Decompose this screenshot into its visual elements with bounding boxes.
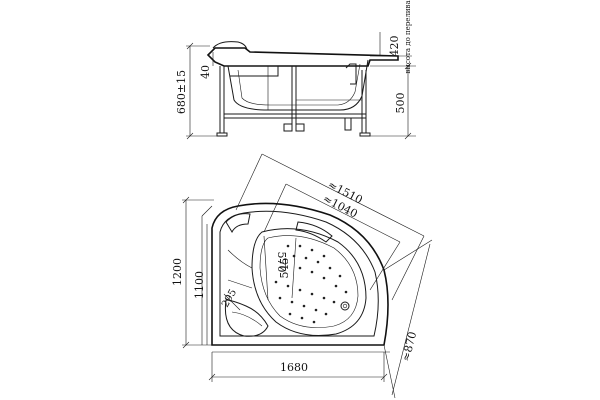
top-view-seat-curve [231, 311, 263, 327]
dim-extension [369, 241, 401, 291]
air-jet-dot [278, 296, 282, 300]
dim-leg-height-label: 500 [394, 93, 407, 114]
air-jet-dot [304, 256, 308, 260]
air-jet-dot [328, 266, 332, 270]
dim-extension [263, 183, 287, 233]
top-view-basin-inner [259, 235, 359, 328]
air-jet-dot [302, 304, 306, 308]
top-view-seat-step [227, 249, 253, 289]
dim-tick [182, 196, 190, 349]
dim-height-outer-label: 1200 [171, 258, 184, 286]
top-view-headrest [295, 221, 333, 243]
dim-line-seat [223, 293, 241, 311]
top-view-drain [340, 301, 350, 311]
dim-extension [383, 344, 396, 399]
top-view-wall [201, 205, 213, 217]
top-view-outer-contour [211, 202, 389, 346]
air-jet-dot [286, 244, 290, 248]
side-view-basin-inner [237, 63, 361, 106]
side-view: 680±15 40 420 высота до перелива 500 [175, 0, 416, 140]
air-jet-dot [322, 276, 326, 280]
air-jet-dot [338, 274, 342, 278]
dim-line-edge [391, 243, 431, 396]
dim-line-depth-2 [291, 237, 297, 299]
dim-overflow-label: 420 [388, 36, 401, 57]
air-jet-dot [288, 312, 292, 316]
side-view-foot [216, 132, 228, 137]
dim-depth-2-label: 545 [278, 258, 291, 279]
air-jet-dot [316, 260, 320, 264]
side-view-headrest [212, 41, 248, 51]
side-view-foot [344, 117, 352, 131]
dim-line-depth-1 [263, 235, 269, 301]
air-jet-dot [290, 300, 294, 304]
side-view-rim [206, 47, 399, 67]
air-jet-dot [332, 300, 336, 304]
dim-width-label: 1680 [280, 361, 308, 374]
side-view-basin [227, 59, 369, 111]
air-jet-dot [286, 284, 290, 288]
dim-overflow-note: высота до перелива [404, 0, 412, 73]
air-jet-dot [322, 296, 326, 300]
air-jet-dot [300, 316, 304, 320]
dim-extension [391, 235, 425, 301]
air-jet-dot [334, 284, 338, 288]
top-view-seat [224, 299, 269, 337]
dim-tick [404, 62, 412, 140]
air-jet-dot [298, 266, 302, 270]
dim-edge-label: ≈870 [399, 330, 419, 362]
dim-top-offset-label: 40 [199, 65, 212, 79]
top-view-basin [251, 228, 367, 336]
dim-total-height-label: 680±15 [175, 70, 188, 114]
air-jet-dot [310, 270, 314, 274]
dim-height-inner-label: 1100 [193, 271, 206, 299]
air-jet-dot [324, 312, 328, 316]
side-view-foot [283, 123, 293, 132]
air-jet-dot [298, 244, 302, 248]
side-view-drain [345, 63, 357, 85]
dim-tick [186, 42, 194, 140]
air-jet-dot [310, 248, 314, 252]
side-view-foot [359, 132, 371, 137]
dim-line-diagonal-inner [285, 183, 401, 243]
air-jet-dot [344, 290, 348, 294]
top-view-drain-center [342, 303, 348, 309]
dim-depth-1-label: 570 [275, 252, 288, 273]
top-view: ≈1510 ≈1040 1200 1100 1680 ≈870 570 545 [171, 153, 433, 399]
side-view-foot [295, 123, 305, 132]
air-jet-dot [310, 292, 314, 296]
air-jet-dot [312, 320, 316, 324]
side-view-seat [228, 65, 279, 77]
dim-extension [383, 239, 433, 271]
top-view-air-jets [274, 244, 348, 324]
air-jet-dot [322, 254, 326, 258]
air-jet-dot [274, 280, 278, 284]
dim-tick [208, 373, 388, 381]
dim-extension [235, 153, 263, 211]
air-jet-dot [314, 308, 318, 312]
air-jet-dot [298, 288, 302, 292]
top-view-headrest-left [225, 213, 251, 234]
dim-line-diagonal-outer [261, 153, 425, 237]
